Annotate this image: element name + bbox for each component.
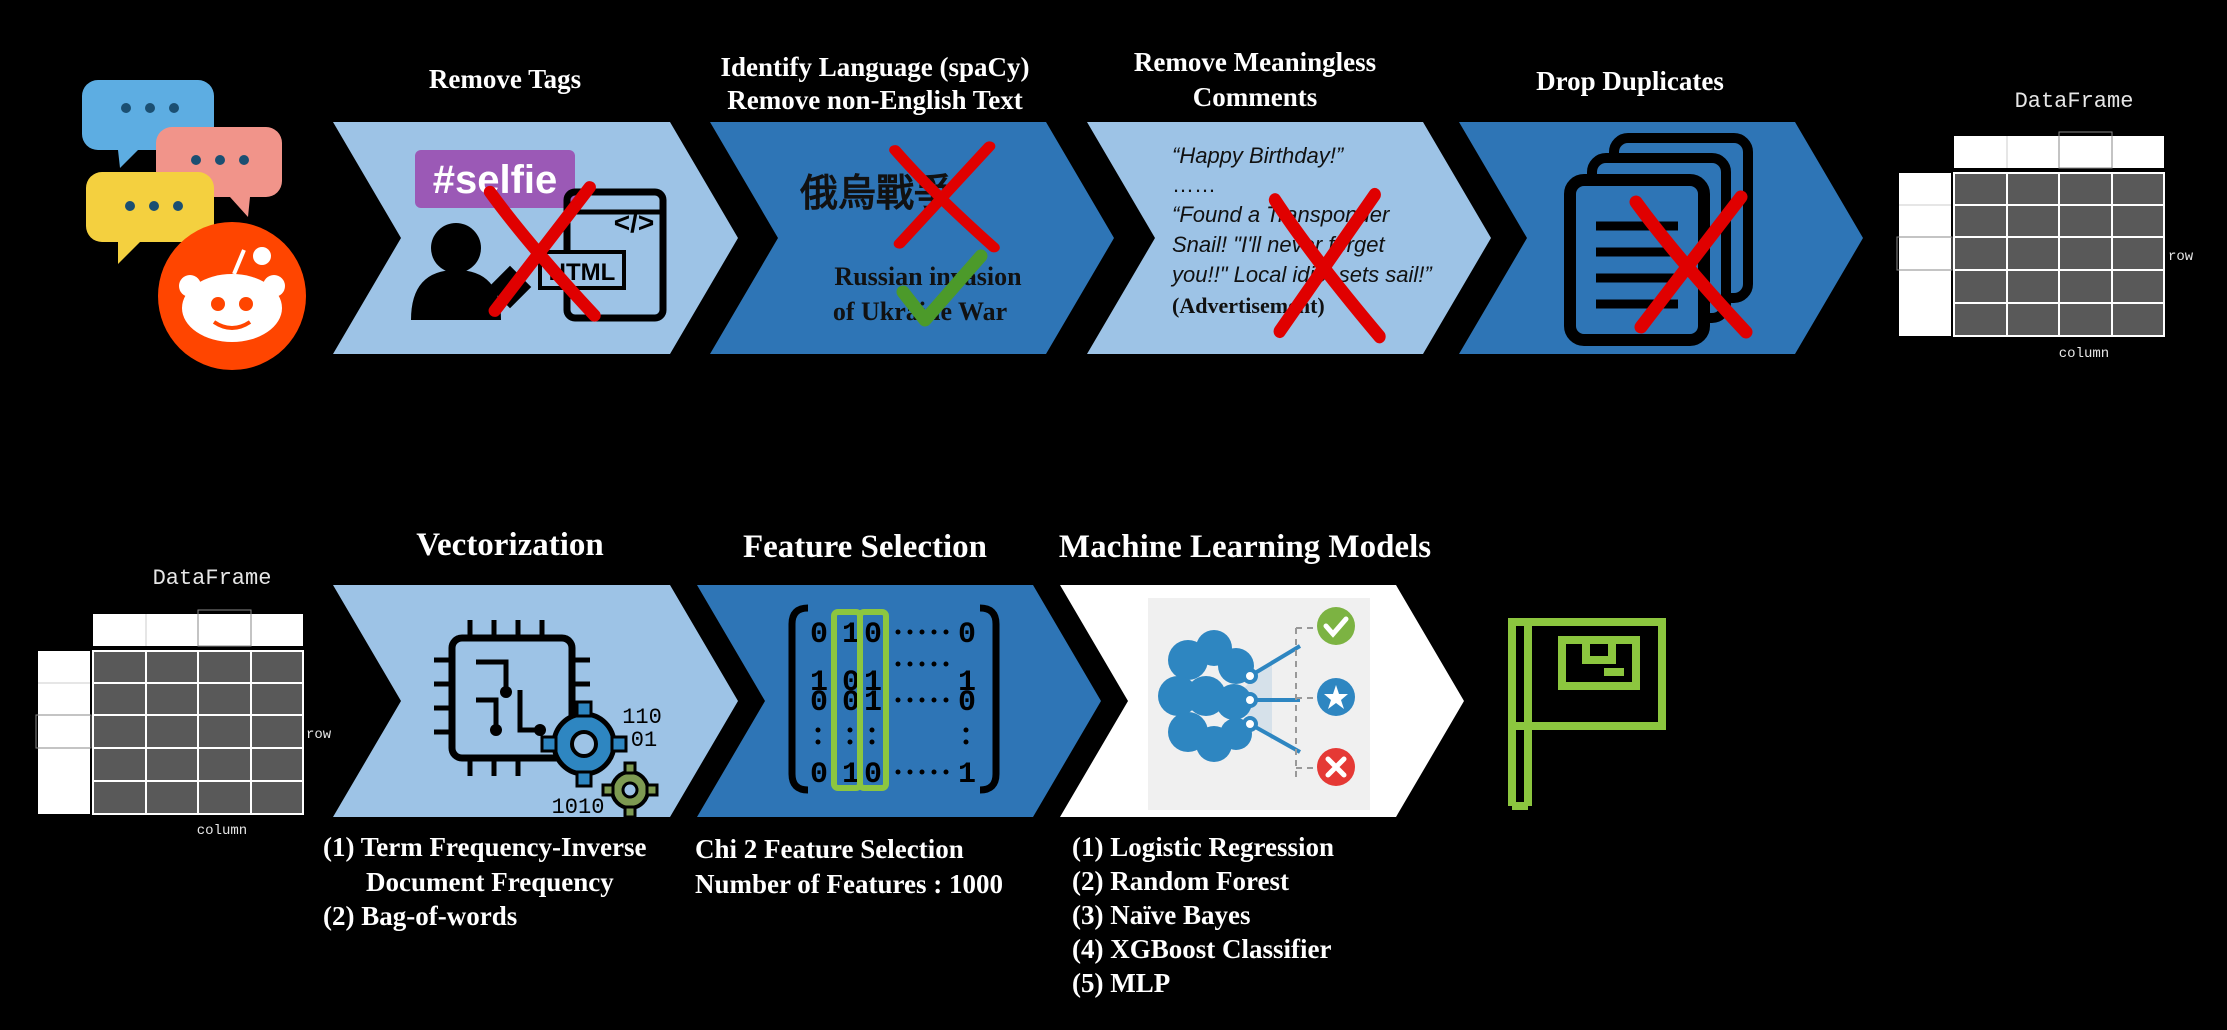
comments-cross-icon: “Happy Birthday!” …… “Found a Transponde…	[1170, 143, 1433, 337]
svg-text:1: 1	[864, 686, 882, 720]
sample-line-0: “Happy Birthday!”	[1172, 143, 1345, 168]
language-check-icon: 俄烏戰爭 Russian invasion of Ukraine War	[799, 146, 1022, 327]
svg-text:0: 0	[810, 686, 828, 720]
feature-selection-note-0: Chi 2 Feature Selection	[695, 834, 964, 864]
svg-text:</>: </>	[614, 207, 654, 238]
identify-language-title-line2: Remove non-English Text	[727, 85, 1023, 115]
svg-text:0: 0	[864, 758, 882, 792]
svg-text:0: 0	[810, 758, 828, 792]
documents-cross-icon	[1564, 133, 1753, 346]
dataframe-top: DataFrame row column	[1896, 89, 2194, 362]
svg-text:0: 0	[958, 686, 976, 720]
svg-text:1: 1	[842, 758, 860, 792]
feature-selection-title: Feature Selection	[742, 529, 988, 565]
svg-text:0: 0	[810, 618, 828, 652]
binary-a: 110	[622, 705, 662, 730]
sample-line-4: you!!" Local idiot sets sail!”	[1170, 262, 1433, 287]
ml-models-title: Machine Learning Models	[1058, 529, 1432, 565]
vectorization-note-1: Document Frequency	[366, 867, 614, 897]
dataframe-top-title: DataFrame	[2015, 89, 2134, 114]
tag-html-cross-icon: #selfie </> HTML	[411, 150, 667, 320]
reddit-chat-icon	[82, 80, 306, 370]
ml-models-note-1: (2) Random Forest	[1072, 866, 1289, 896]
english-text-line1: Russian invasion	[834, 262, 1022, 291]
ml-models-note-3: (4) XGBoost Classifier	[1072, 934, 1332, 964]
dataframe-bottom-row-label: row	[306, 727, 332, 743]
remove-meaningless-title-line2: Comments	[1192, 82, 1318, 112]
svg-text:1: 1	[842, 618, 860, 652]
vectorization-chevron	[333, 585, 738, 817]
ml-models-note-0: (1) Logistic Regression	[1072, 832, 1334, 862]
flag-package-icon	[1508, 618, 1666, 810]
ml-models-note-2: (3) Naïve Bayes	[1072, 900, 1251, 930]
svg-text:0: 0	[842, 686, 860, 720]
dataframe-bottom: DataFrame row column	[35, 566, 332, 839]
svg-text:1: 1	[810, 666, 828, 700]
remove-tags-title: Remove Tags	[428, 64, 582, 94]
svg-text:1: 1	[864, 666, 882, 700]
binary-c: 1010	[552, 795, 605, 820]
svg-text:1: 1	[958, 758, 976, 792]
svg-text:0: 0	[958, 618, 976, 652]
drop-duplicates-title: Drop Duplicates	[1536, 66, 1724, 96]
brain-network-icon	[1148, 598, 1370, 810]
dataframe-top-column-label: column	[2059, 346, 2109, 362]
dataframe-bottom-column-label: column	[197, 823, 247, 839]
svg-text:1: 1	[958, 666, 976, 700]
vectorization-title: Vectorization	[416, 527, 604, 563]
svg-text:0: 0	[842, 666, 860, 700]
remove-meaningless-title-line1: Remove Meaningless	[1133, 47, 1377, 77]
chip-gear-icon: 110 01 1010	[434, 620, 662, 820]
dataframe-top-row-label: row	[2168, 249, 2194, 265]
feature-selection-note-1: Number of Features : 1000	[695, 869, 1003, 899]
identify-language-title-line1: Identify Language (spaCy)	[720, 52, 1030, 82]
svg-text:0: 0	[864, 618, 882, 652]
sample-line-1: ……	[1172, 172, 1216, 197]
ml-models-note-4: (5) MLP	[1072, 968, 1171, 998]
vectorization-note-2: (2) Bag-of-words	[323, 901, 518, 931]
vectorization-note-0: (1) Term Frequency-Inverse	[323, 832, 647, 862]
check-icon	[896, 249, 988, 327]
binary-b: 01	[631, 728, 657, 753]
remove-meaningless-chevron	[1087, 122, 1491, 354]
dataframe-bottom-title: DataFrame	[153, 566, 272, 591]
